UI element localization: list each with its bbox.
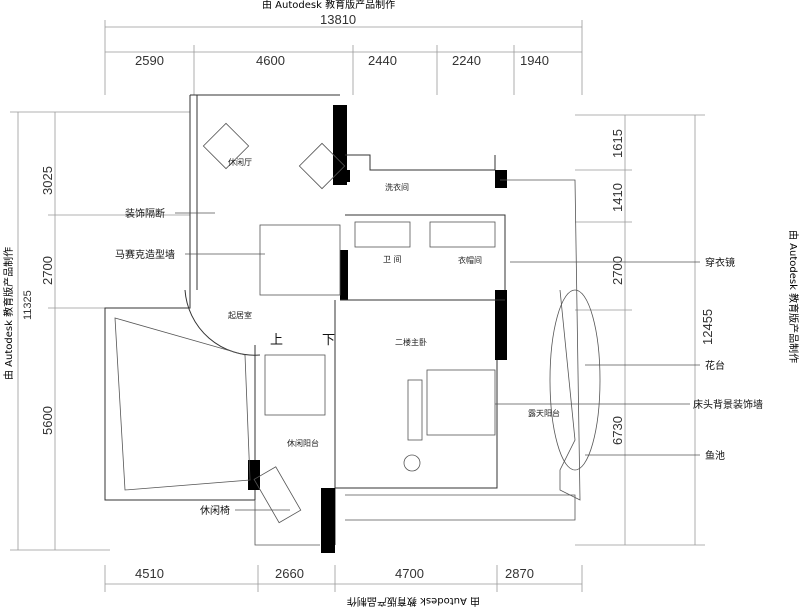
dim-right-2: 1410 [610, 183, 625, 212]
stair-down-label: 下 [322, 333, 335, 348]
dim-right-3: 2700 [610, 256, 625, 285]
annotation-planter: 花台 [705, 359, 725, 372]
room-cloakroom: 衣帽间 [458, 255, 482, 265]
annotation-mosaic-wall: 马赛克造型墙 [115, 248, 175, 261]
dim-bottom-3: 4700 [395, 566, 424, 581]
watermark-bottom: 由 Autodesk 教育版产品制作 [347, 595, 480, 607]
dim-top-4: 2240 [452, 53, 481, 68]
right-dimension: 1615 1410 2700 6730 12455 [575, 114, 715, 546]
annotations: 装饰隔断 马赛克造型墙 休闲椅 穿衣镜 花台 床头背景装饰墙 鱼池 [115, 207, 763, 517]
dim-top-2: 4600 [256, 53, 285, 68]
dim-left-1: 3025 [40, 166, 55, 195]
watermark-left: 由 Autodesk 教育版产品制作 [2, 247, 15, 380]
watermark-right: 由 Autodesk 教育版产品制作 [787, 230, 800, 363]
room-leisure-hall: 休闲厅 [228, 157, 252, 167]
dim-left-2: 2700 [40, 256, 55, 285]
annotation-lounge-chair: 休闲椅 [200, 504, 230, 517]
dim-bottom-4: 2870 [505, 566, 534, 581]
annotation-headboard-wall: 床头背景装饰墙 [693, 398, 763, 411]
dim-left-total: 11325 [22, 290, 34, 320]
top-dimension: 13810 2590 4600 2440 2240 1940 [104, 12, 583, 95]
dim-right-total: 12455 [700, 309, 715, 345]
room-open-balcony: 露天阳台 [528, 408, 560, 418]
dim-top-3: 2440 [368, 53, 397, 68]
dim-top-total: 13810 [320, 12, 356, 27]
annotation-partition: 装饰隔断 [125, 207, 165, 220]
room-bathroom: 卫 间 [383, 255, 402, 264]
furniture [202, 122, 601, 524]
dim-left-3: 5600 [40, 406, 55, 435]
dim-right-1: 1615 [610, 129, 625, 158]
room-laundry: 洗衣间 [385, 182, 409, 192]
watermark-top: 由 Autodesk 教育版产品制作 [262, 0, 395, 11]
bottom-dimension: 4510 2660 4700 2870 [104, 565, 583, 592]
room-leisure-balcony: 休闲阳台 [287, 438, 319, 448]
room-master-bedroom: 二楼主卧 [395, 337, 427, 347]
left-dimension: 3025 2700 5600 11325 [10, 111, 190, 551]
annotation-mirror: 穿衣镜 [705, 256, 735, 269]
dim-top-5: 1940 [520, 53, 549, 68]
dim-top-1: 2590 [135, 53, 164, 68]
room-living: 起居室 [228, 310, 252, 320]
dim-bottom-2: 2660 [275, 566, 304, 581]
dim-right-4: 6730 [610, 416, 625, 445]
dim-bottom-1: 4510 [135, 566, 164, 581]
stair-up-label: 上 [270, 333, 283, 348]
annotation-fish-pond: 鱼池 [705, 449, 725, 462]
walls [104, 94, 581, 553]
